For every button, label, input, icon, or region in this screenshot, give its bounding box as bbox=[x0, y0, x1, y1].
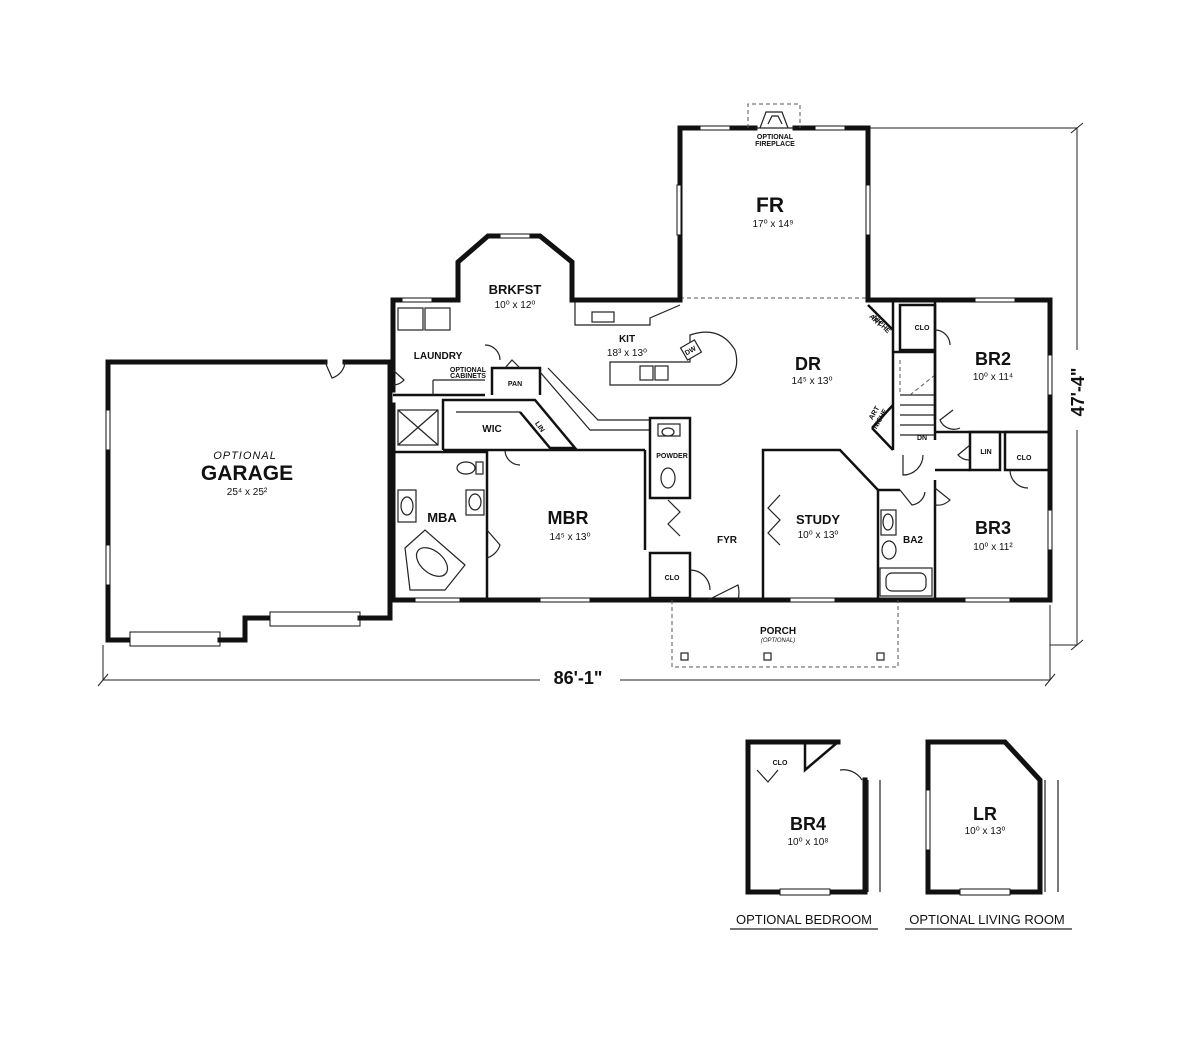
room-name-kit: KIT bbox=[619, 334, 635, 345]
room-size-study: 10⁰ x 13⁰ bbox=[798, 530, 839, 541]
porch-optional-note: (OPTIONAL) bbox=[761, 638, 795, 644]
bath-2: BA2 bbox=[876, 488, 933, 600]
powder-room: POWDER bbox=[648, 416, 692, 500]
porch: PORCH (OPTIONAL) bbox=[671, 600, 899, 668]
garage: OPTIONAL GARAGE 25⁴ x 25² bbox=[105, 359, 393, 647]
room-name-clo-br2: CLO bbox=[915, 325, 930, 332]
room-name-fyr: FYR bbox=[717, 535, 738, 546]
room-name-laundry: LAUNDRY bbox=[414, 351, 463, 362]
room-name-porch: PORCH bbox=[760, 626, 796, 637]
caption-optional-bedroom: OPTIONAL BEDROOM bbox=[736, 912, 872, 927]
room-name-clo-br4: CLO bbox=[773, 760, 788, 767]
main-house-walls bbox=[390, 233, 1053, 603]
room-name-clo-fyr: CLO bbox=[665, 575, 680, 582]
room-size-garage: 25⁴ x 25² bbox=[227, 487, 268, 498]
room-size-lr: 10⁰ x 13⁰ bbox=[965, 826, 1006, 837]
bedroom-2: CLO BR2 10⁰ x 11⁴ bbox=[898, 300, 1050, 434]
room-size-br4: 10⁰ x 10⁸ bbox=[787, 837, 828, 848]
optional-bedroom-plan: CLO BR4 10⁰ x 10⁸ OPTIONAL BEDROOM bbox=[730, 739, 881, 930]
room-name-mbr: MBR bbox=[548, 508, 589, 528]
room-name-clo-br3: CLO bbox=[1017, 455, 1032, 462]
laundry: LAUNDRY OPTIONAL CABINETS bbox=[392, 307, 501, 397]
room-name-wic: WIC bbox=[482, 424, 501, 435]
bedroom-3: BR3 10⁰ x 11² bbox=[933, 468, 1013, 600]
room-name-lin-2: LIN bbox=[980, 449, 991, 456]
room-size-dr: 14⁵ x 13⁰ bbox=[792, 376, 833, 387]
room-name-br4: BR4 bbox=[790, 814, 826, 834]
fireplace: OPTIONAL FIREPLACE bbox=[747, 103, 801, 148]
dining-room: DR 14⁵ x 13⁰ ART NICHE ART NICHE bbox=[792, 304, 894, 451]
room-name-br3: BR3 bbox=[975, 518, 1011, 538]
room-size-kit: 18³ x 13⁰ bbox=[607, 348, 647, 359]
stairs-down-label: DN bbox=[917, 435, 927, 442]
room-name-br2: BR2 bbox=[975, 349, 1011, 369]
room-name-mba: MBA bbox=[427, 510, 457, 525]
cabinets-note-line2: CABINETS bbox=[450, 373, 486, 380]
garage-optional-label: OPTIONAL bbox=[213, 450, 277, 462]
fireplace-note-line1: OPTIONAL bbox=[757, 134, 794, 141]
foyer: FYR CLO bbox=[648, 494, 781, 601]
room-name-garage: GARAGE bbox=[201, 462, 293, 485]
caption-optional-living-room: OPTIONAL LIVING ROOM bbox=[909, 912, 1065, 927]
room-name-ba2: BA2 bbox=[903, 535, 923, 546]
width-dimension-label: 86'-1" bbox=[554, 668, 603, 688]
room-size-mbr: 14⁵ x 13⁰ bbox=[550, 532, 591, 543]
room-size-br2: 10⁰ x 11⁴ bbox=[973, 372, 1013, 383]
master-bath: MBA bbox=[393, 409, 501, 600]
overall-depth-dimension: 47'-4" bbox=[870, 122, 1090, 651]
room-size-brkfst: 10⁰ x 12⁰ bbox=[495, 300, 536, 311]
optional-living-room-plan: LR 10⁰ x 13⁰ OPTIONAL LIVING ROOM bbox=[905, 739, 1072, 930]
master-bedroom: MBR 14⁵ x 13⁰ bbox=[548, 450, 647, 550]
room-name-fr: FR bbox=[756, 194, 784, 217]
room-name-dr: DR bbox=[795, 354, 821, 374]
walk-in-closet: WIC LIN bbox=[441, 398, 645, 466]
cabinets-note-line1: OPTIONAL bbox=[450, 367, 487, 374]
linen-closet-hall: LIN CLO bbox=[957, 430, 1052, 489]
room-name-lr: LR bbox=[973, 804, 997, 824]
depth-dimension-label: 47'-4" bbox=[1068, 368, 1088, 417]
overall-width-dimension: 86'-1" bbox=[97, 605, 1056, 688]
family-room: OPTIONAL FIREPLACE FR 17⁰ x 14⁹ bbox=[676, 103, 871, 301]
room-size-fr: 17⁰ x 14⁹ bbox=[752, 219, 793, 230]
room-name-powder: POWDER bbox=[656, 453, 688, 460]
kitchen: BRKFST 10⁰ x 12⁰ PAN KIT 18³ x 13⁰ DW bbox=[489, 282, 738, 431]
room-name-pan: PAN bbox=[508, 381, 522, 388]
room-name-study: STUDY bbox=[796, 512, 840, 527]
fireplace-note-line2: FIREPLACE bbox=[755, 141, 795, 148]
room-name-brkfst: BRKFST bbox=[489, 282, 542, 297]
study: STUDY 10⁰ x 13⁰ bbox=[761, 448, 879, 600]
room-size-br3: 10⁰ x 11² bbox=[973, 542, 1013, 553]
